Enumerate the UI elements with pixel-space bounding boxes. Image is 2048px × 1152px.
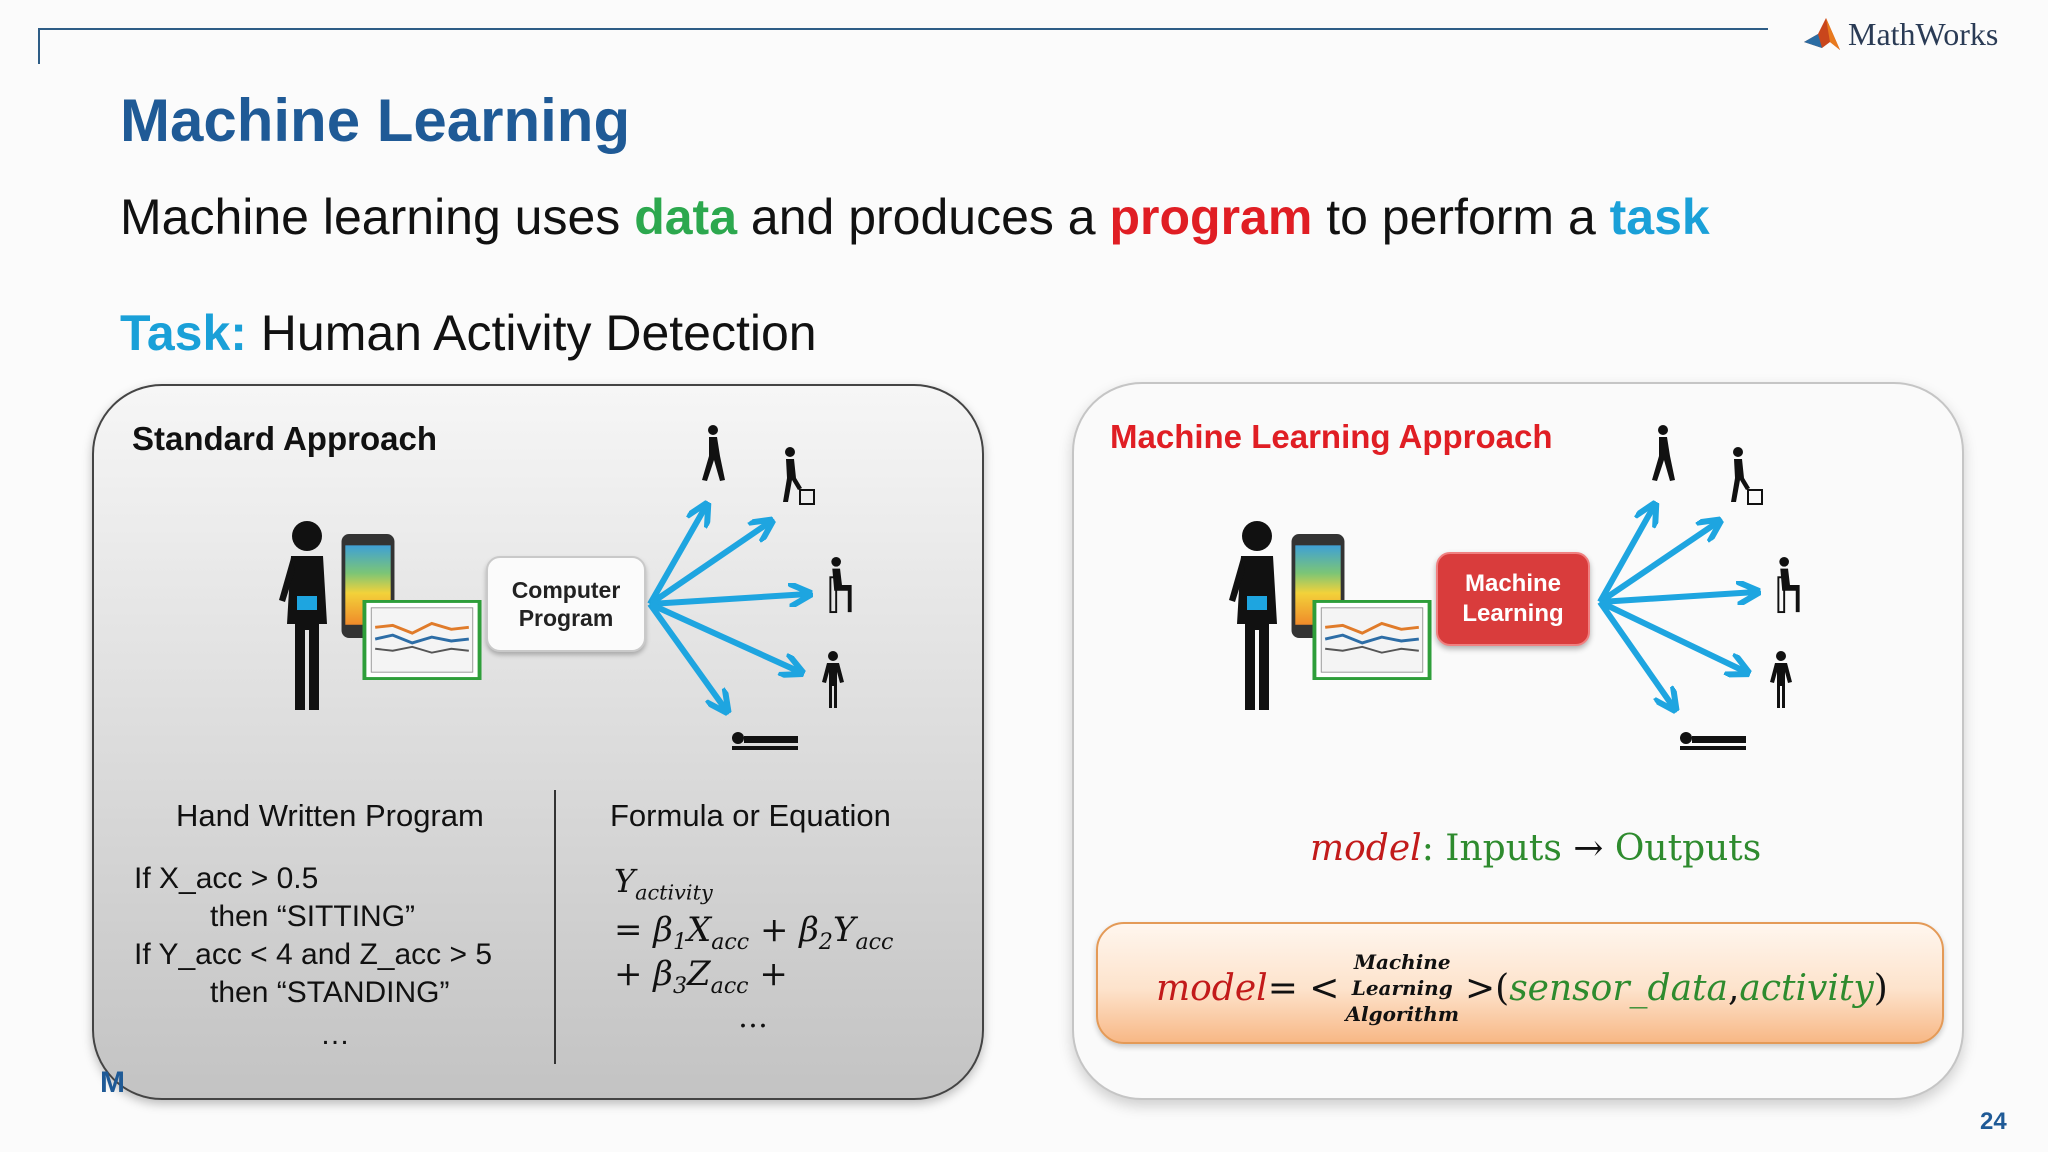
eq-plus-beta3: + β [614, 954, 673, 994]
eq-y: Y [614, 862, 636, 900]
model-equation: model = < Machine Learning Algorithm >( … [1156, 948, 1888, 1028]
code-ellipsis: … [320, 1018, 350, 1051]
slide-subtitle: Machine learning uses data and produces … [120, 188, 1710, 246]
eq-gt-paren: >( [1464, 967, 1510, 1009]
ml-box-line1: Machine [1464, 570, 1562, 597]
hand-written-header: Hand Written Program [176, 798, 484, 833]
eq-x-sub: acc [711, 928, 750, 955]
eq-b1-sub: 1 [672, 928, 688, 955]
mapping-arrow: → [1561, 828, 1615, 869]
algorithm-stack: Machine Learning Algorithm [1345, 949, 1459, 1027]
formula-header: Formula or Equation [610, 798, 891, 833]
eq-plus: + [748, 954, 788, 994]
eq-x: X [687, 910, 712, 950]
eq-close-paren: ) [1873, 967, 1888, 1009]
code-line: If X_acc > 0.5 [134, 862, 319, 895]
mathworks-membrane-icon [1804, 18, 1840, 50]
equation-line-3: + β3Zacc + [614, 954, 788, 999]
code-line: then “SITTING” [210, 900, 416, 933]
page-number: 24 [1980, 1108, 2007, 1135]
outputs-word: Outputs [1614, 828, 1762, 869]
equation-ellipsis: … [738, 1000, 768, 1035]
subtitle-data-word: data [634, 189, 737, 245]
alg-line: Learning [1351, 976, 1453, 1000]
subtitle-part3: to perform a [1312, 189, 1610, 245]
walking-person-icon [1652, 425, 1675, 481]
eq-z-sub: acc [710, 972, 749, 999]
eq-y2: Y [832, 910, 856, 950]
footer-fragment: M [100, 1066, 125, 1099]
slide-title: Machine Learning [120, 87, 631, 154]
model-mapping-line: model: Inputs → Outputs [1310, 828, 1761, 869]
lying-person-icon [1680, 732, 1746, 750]
subtitle-part1: Machine learning uses [120, 189, 635, 245]
equation-line-1: Yactivity [614, 862, 713, 904]
task-text: Human Activity Detection [246, 305, 817, 361]
subtitle-program-word: program [1109, 189, 1313, 245]
climbing-stairs-icon [1729, 445, 1764, 506]
eq-model-word: model [1156, 967, 1268, 1009]
person-with-sensor-icon [279, 521, 327, 710]
standard-approach-title: Standard Approach [132, 420, 437, 457]
eq-y-sub: activity [635, 880, 713, 905]
eq-z: Z [687, 954, 711, 994]
subtitle-task-word: task [1609, 189, 1710, 245]
eq-sensor-data: sensor_data [1509, 967, 1728, 1009]
ml-box-line2: Learning [1462, 600, 1564, 627]
alg-line: Machine [1353, 950, 1451, 974]
eq-equals-beta: = β [614, 910, 673, 950]
eq-plus-beta: + β [749, 910, 819, 950]
sitting-person-icon [829, 556, 853, 614]
code-line: then “STANDING” [210, 976, 450, 1009]
task-line: Task: Human Activity Detection [120, 304, 817, 362]
eq-equals-lt: = < [1267, 967, 1340, 1009]
task-label: Task: [120, 305, 247, 361]
computer-program-line1: Computer [511, 577, 621, 603]
eq-comma: , [1727, 967, 1740, 1009]
walking-person-icon [702, 425, 725, 481]
standing-person-icon [1770, 651, 1792, 708]
lying-person-icon [732, 732, 798, 750]
alg-line: Algorithm [1345, 1002, 1459, 1026]
chart-monitor-icon [362, 600, 482, 680]
header-rule-tick [38, 28, 40, 64]
code-line: If Y_acc < 4 and Z_acc > 5 [134, 938, 493, 971]
header-rule [38, 28, 1768, 30]
ml-approach-title: Machine Learning Approach [1110, 418, 1553, 455]
model-colon: : [1421, 828, 1446, 869]
logo-text: MathWorks [1848, 15, 1999, 52]
equation-line-2: = β1Xacc + β2Yacc [614, 910, 893, 955]
mathworks-logo: MathWorks [1800, 12, 1998, 56]
model-equation-box [1096, 922, 1944, 1044]
eq-b3-sub: 3 [672, 972, 688, 999]
eq-activity: activity [1739, 967, 1874, 1009]
model-word: model [1310, 828, 1422, 869]
climbing-stairs-icon [781, 445, 816, 506]
computer-program-line2: Program [518, 605, 614, 631]
eq-b2-sub: 2 [818, 928, 833, 955]
chart-monitor-icon [1312, 600, 1432, 680]
inputs-word: Inputs [1445, 828, 1562, 869]
standard-approach-panel [92, 384, 984, 1100]
eq-y2-sub: acc [855, 928, 894, 955]
sitting-person-icon [1777, 556, 1801, 614]
subtitle-part2: and produces a [737, 189, 1110, 245]
column-divider [554, 790, 556, 1064]
person-with-sensor-icon [1229, 521, 1277, 710]
standing-person-icon [822, 651, 844, 708]
